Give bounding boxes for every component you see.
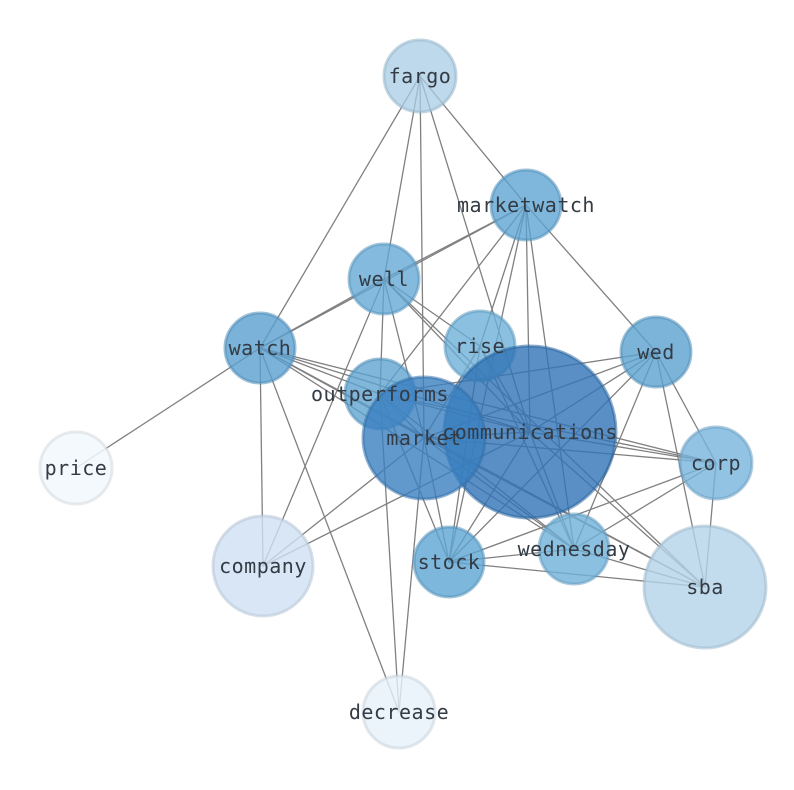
node-label-watch: watch	[229, 336, 292, 360]
node-label-outperforms: outperforms	[311, 382, 449, 406]
node-label-rise: rise	[455, 334, 505, 358]
edge-fargo-watch	[259, 75, 421, 349]
node-label-communications: communications	[442, 420, 618, 444]
node-layer	[38, 38, 768, 750]
node-price[interactable]	[38, 430, 114, 506]
node-label-corp: corp	[691, 451, 741, 475]
node-well[interactable]	[347, 242, 421, 316]
node-label-well: well	[359, 267, 409, 291]
node-label-price: price	[45, 456, 108, 480]
node-wednesday[interactable]	[537, 512, 611, 586]
node-label-company: company	[219, 554, 307, 578]
node-label-fargo: fargo	[389, 64, 452, 88]
node-watch[interactable]	[223, 311, 297, 385]
node-company[interactable]	[211, 514, 315, 618]
edge-well-company	[262, 278, 385, 567]
node-label-decrease: decrease	[349, 700, 449, 724]
node-stock[interactable]	[412, 525, 486, 599]
node-fargo[interactable]	[382, 38, 458, 114]
node-wed[interactable]	[619, 315, 693, 389]
node-market[interactable]	[361, 375, 487, 501]
node-label-wed: wed	[637, 340, 675, 364]
node-label-market: market	[386, 426, 461, 450]
node-marketwatch[interactable]	[489, 168, 563, 242]
node-label-marketwatch: marketwatch	[457, 193, 595, 217]
node-label-stock: stock	[418, 550, 481, 574]
label-layer: fargo marketwatch well watch rise wed outperfo…	[45, 64, 741, 724]
node-sba[interactable]	[642, 524, 768, 650]
edge-watch-decrease	[259, 347, 400, 713]
node-label-wednesday: wednesday	[518, 537, 631, 561]
edge-corp-stock	[448, 462, 717, 563]
edge-marketwatch-outperforms	[379, 204, 527, 395]
node-label-sba: sba	[686, 575, 724, 599]
node-decrease[interactable]	[361, 674, 437, 750]
node-corp[interactable]	[678, 425, 754, 501]
